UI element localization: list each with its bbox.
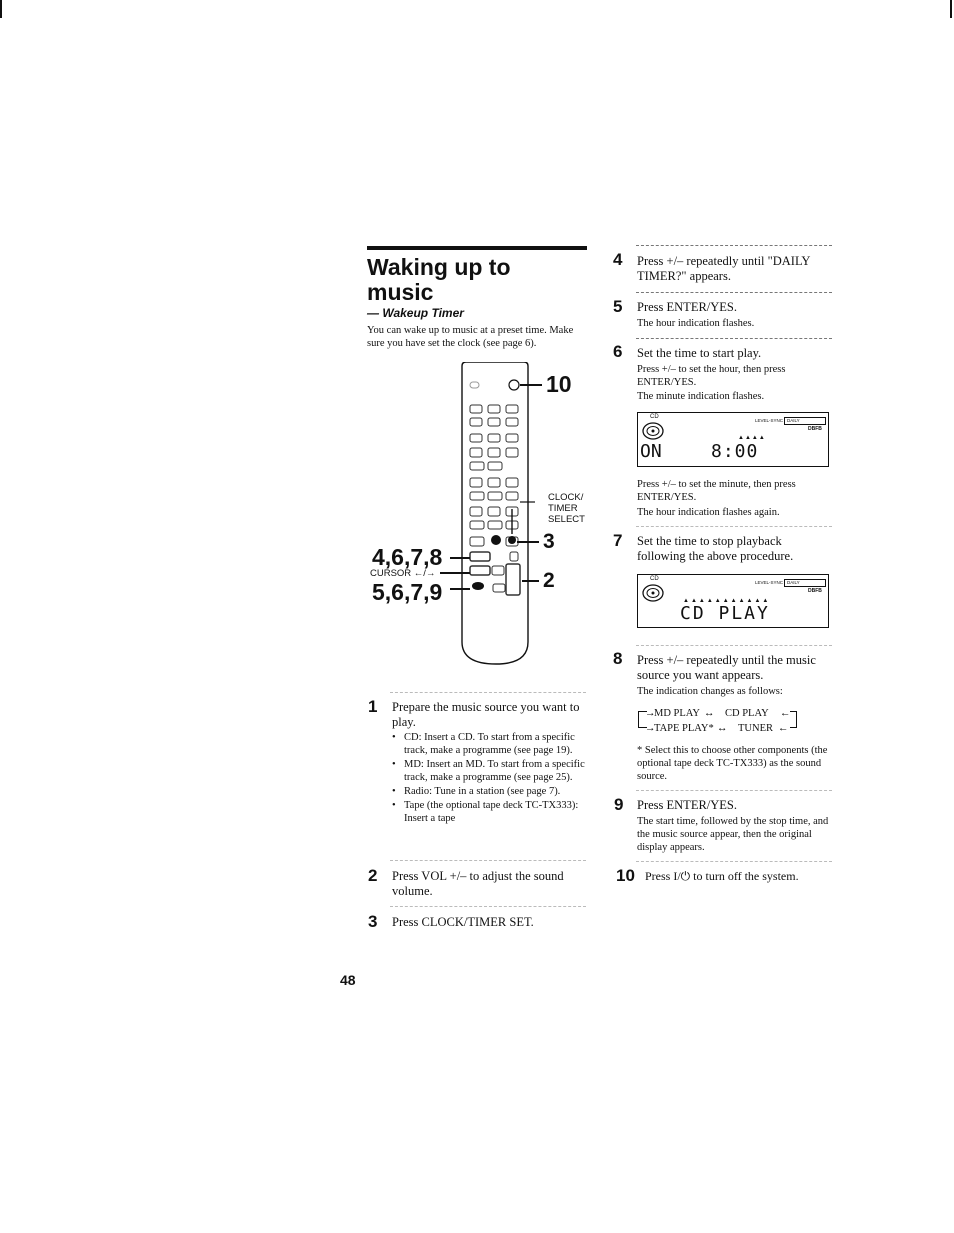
step-1-bullet-md: MD: Insert an MD. To start from a specif… xyxy=(392,758,590,784)
cycle-arrow-icon: → xyxy=(645,723,656,734)
step-1-bullet-tape: Tape (the optional tape deck TC-TX333): … xyxy=(392,799,590,825)
cycle-tape-play: TAPE PLAY* xyxy=(654,723,714,734)
page-edge-mark-left xyxy=(0,0,2,18)
callout-line-2 xyxy=(522,580,539,582)
display-cd-play: CD LEVEL-SYNC DAILY DBFB ▲▲▲▲▲▲▲▲▲▲▲ CD … xyxy=(637,574,829,628)
disc-icon xyxy=(642,584,664,602)
display-cd-label: CD xyxy=(650,414,659,420)
step-6-sub4: The hour indication flashes again. xyxy=(637,507,780,518)
step-9-number: 9 xyxy=(614,795,624,814)
step-1-bullet-cd: CD: Insert a CD. To start from a specifi… xyxy=(392,731,590,757)
step-6-number: 6 xyxy=(613,342,623,361)
step-5-number: 5 xyxy=(613,297,623,316)
callout-label-cursor: CURSOR ←/→ xyxy=(370,568,436,579)
divider xyxy=(636,338,832,339)
display-daily: DAILY xyxy=(784,417,826,425)
display-dbfb: DBFB xyxy=(808,426,822,432)
callout-label-5679: 5,6,7,9 xyxy=(372,579,443,605)
display-level-sync: LEVEL-SYNC xyxy=(755,580,784,585)
step-1-number: 1 xyxy=(368,697,378,716)
title-rule xyxy=(367,246,587,250)
divider xyxy=(390,692,586,693)
step-7-number: 7 xyxy=(613,531,623,550)
callout-label-2: 2 xyxy=(543,569,555,592)
page-number: 48 xyxy=(340,972,356,988)
cycle-bracket-left xyxy=(638,711,647,728)
step-9-sub: The start time, followed by the stop tim… xyxy=(637,816,829,853)
step-10-text: Press I/⏻ to turn off the system. xyxy=(645,869,799,883)
divider xyxy=(390,906,586,907)
step-2-text: Press VOL +/– to adjust the sound volume… xyxy=(392,869,564,898)
step-7-text: Set the time to stop playback following … xyxy=(637,534,794,563)
display-on: ON xyxy=(640,441,662,462)
step-3-text: Press CLOCK/TIMER SET. xyxy=(392,915,534,929)
flash-marks-icon: ▲▲▲▲▲▲▲▲▲▲▲ xyxy=(683,598,771,604)
callout-label-3: 3 xyxy=(543,530,555,553)
clock-label-line1: CLOCK/ xyxy=(548,492,584,503)
cycle-md-play: MD PLAY xyxy=(654,708,700,719)
page-title: Waking up to music xyxy=(367,255,511,305)
display-daily: DAILY xyxy=(784,579,826,587)
flash-marks-icon: ▲▲▲▲ xyxy=(738,435,766,441)
step-3-number: 3 xyxy=(368,912,378,931)
step-9-text: Press ENTER/YES. xyxy=(637,798,737,812)
step-1-bullet-radio: Radio: Tune in a station (see page 7). xyxy=(392,785,590,798)
page-title-line1: Waking up to xyxy=(367,254,511,280)
remote-illustration xyxy=(461,362,535,665)
display-level-sync: LEVEL-SYNC xyxy=(755,418,784,423)
cycle-arrow-icon: ← xyxy=(778,723,789,734)
step-5-sub: The hour indication flashes. xyxy=(637,318,755,329)
display-time: 8:00 xyxy=(711,441,759,462)
page-subtitle: — Wakeup Timer xyxy=(367,306,464,320)
step-8-note: * Select this to choose other components… xyxy=(637,745,828,782)
cycle-double-arrow-icon: ↔ xyxy=(717,723,728,734)
clock-label-line3: SELECT xyxy=(548,514,585,525)
divider xyxy=(636,645,832,646)
divider xyxy=(636,292,832,293)
step-8-sub: The indication changes as follows: xyxy=(637,686,783,697)
cycle-arrow-icon: ← xyxy=(780,708,791,719)
step-6-sub1: Press +/– to set the hour, then press EN… xyxy=(637,364,786,388)
step-4-text: Press +/– repeatedly until "DAILY TIMER?… xyxy=(637,254,810,283)
intro-text: You can wake up to music at a preset tim… xyxy=(367,325,574,349)
divider xyxy=(390,860,586,861)
step-8-text: Press +/– repeatedly until the music sou… xyxy=(637,653,816,682)
callout-line-5679 xyxy=(450,588,470,590)
cycle-tuner: TUNER xyxy=(738,723,773,734)
step-10-number: 10 xyxy=(616,866,635,885)
step-2-number: 2 xyxy=(368,866,378,885)
callout-label-10: 10 xyxy=(546,371,572,397)
cycle-double-arrow-icon: ↔ xyxy=(704,708,715,719)
step-1-text: Prepare the music source you want to pla… xyxy=(392,700,580,729)
divider xyxy=(636,790,832,791)
cycle-cd-play: CD PLAY xyxy=(725,708,769,719)
divider xyxy=(636,245,832,246)
cycle-arrow-icon: → xyxy=(645,708,656,719)
page-title-line2: music xyxy=(367,279,434,305)
display-main: CD PLAY xyxy=(680,603,770,624)
divider xyxy=(636,526,832,527)
callout-line-4678 xyxy=(450,557,470,559)
callout-line-3 xyxy=(517,541,539,543)
step-4-number: 4 xyxy=(613,250,623,269)
step-6-sub3: Press +/– to set the minute, then press … xyxy=(637,479,796,503)
cycle-diagram: → MD PLAY ↔ CD PLAY ← → TAPE PLAY* ↔ TUN… xyxy=(638,707,838,737)
step-1-bullets: CD: Insert a CD. To start from a specifi… xyxy=(392,731,590,826)
clock-label-line2: TIMER xyxy=(548,503,578,514)
divider xyxy=(636,861,832,862)
callout-label-clock: CLOCK/ TIMER SELECT xyxy=(548,492,585,525)
callout-label-4678: 4,6,7,8 xyxy=(372,544,443,570)
step-8-number: 8 xyxy=(613,649,623,668)
disc-icon xyxy=(642,422,664,440)
callout-line-cursor xyxy=(440,572,470,574)
page-edge-mark-right xyxy=(950,0,952,18)
cycle-bracket-right xyxy=(790,711,797,728)
display-timer-on: CD LEVEL-SYNC DAILY DBFB ON 8:00 ▲▲▲▲ xyxy=(637,412,829,467)
display-cd-label: CD xyxy=(650,576,659,582)
display-dbfb: DBFB xyxy=(808,588,822,594)
step-6-sub2: The minute indication flashes. xyxy=(637,391,765,402)
step-6-text: Set the time to start play. xyxy=(637,346,762,360)
callout-line-10 xyxy=(520,384,542,386)
step-5-text: Press ENTER/YES. xyxy=(637,300,737,314)
